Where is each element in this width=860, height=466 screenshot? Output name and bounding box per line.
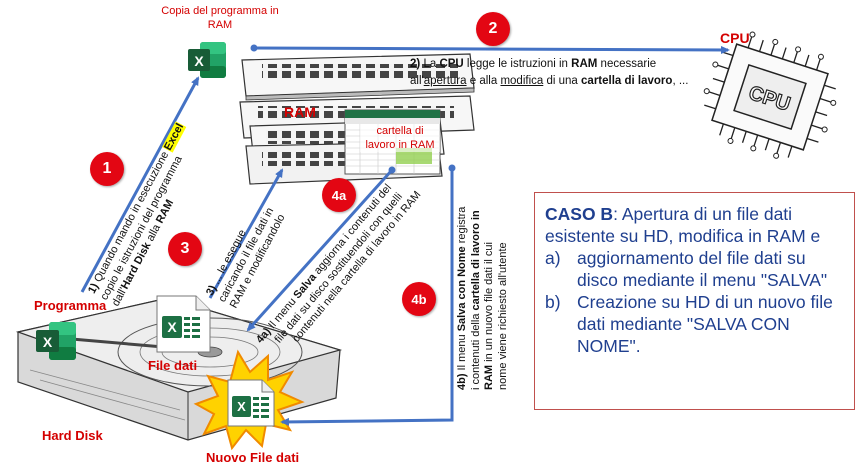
svg-text:X: X xyxy=(167,319,177,335)
label-copy-ram: Copia del programma in RAM xyxy=(161,5,279,31)
list-marker: a) xyxy=(545,248,561,268)
svg-text:X: X xyxy=(43,334,53,350)
step4b-text: 4b) Il menu Salva con Nome registra i co… xyxy=(456,207,510,390)
arrow-step-3 xyxy=(208,168,284,299)
step2-text-part: cartella di lavoro xyxy=(581,75,673,87)
arrow-step-4a xyxy=(246,168,394,332)
list-text: aggiornamento del file dati su disco med… xyxy=(577,248,828,290)
svg-text:X: X xyxy=(194,53,204,69)
label-hard-disk: Hard Disk xyxy=(42,428,103,443)
step2-text-part: di una xyxy=(546,75,578,87)
step2-text-part: necessarie xyxy=(600,58,657,70)
label-workbook-ram: cartella di lavoro in RAM xyxy=(360,124,440,152)
caso-b-list: a) aggiornamento del file dati su disco … xyxy=(545,247,846,357)
step2-text-part: CPU xyxy=(439,58,464,70)
badge-step-3: 3 xyxy=(168,232,202,266)
step2-text-part: , ... xyxy=(672,75,689,87)
step2-text-part: e alla xyxy=(469,75,498,87)
step2-text: 2) La CPU legge le istruzioni in RAM nec… xyxy=(410,56,688,90)
arrow-step-1 xyxy=(80,76,200,293)
excel-icon: X xyxy=(186,40,228,80)
badge-step-4a: 4a xyxy=(322,178,356,212)
caso-b-heading: CASO B: Apertura di un file dati esisten… xyxy=(545,203,846,247)
step4b-text-part: Il menu xyxy=(456,334,468,371)
list-item: b) Creazione su HD di un nuovo file dati… xyxy=(545,291,846,357)
list-text: Creazione su HD di un nuovo file dati me… xyxy=(577,292,833,356)
step4b-text-part: i contenuti della xyxy=(469,313,482,390)
step2-text-part: La xyxy=(423,58,437,70)
step4b-text-part: registra xyxy=(456,206,468,244)
step4b-text-part: 4b) xyxy=(456,373,468,391)
label-ram: RAM xyxy=(284,104,316,120)
svg-text:X: X xyxy=(237,399,246,414)
step4b-text-part: Salva con Nome xyxy=(456,246,468,332)
arrow-step-2 xyxy=(253,45,730,54)
step2-text-part: legge le istruzioni in xyxy=(466,58,568,70)
step2-num: 2) xyxy=(410,58,421,70)
step2-text-part: modifica xyxy=(500,75,544,87)
badge-step-1: 1 xyxy=(90,152,124,186)
list-item: a) aggiornamento del file dati su disco … xyxy=(545,247,846,291)
cpu-chip-icon: CPU xyxy=(703,31,837,159)
step2-text-part: all' xyxy=(410,75,424,87)
excel-icon: X xyxy=(34,320,78,362)
arrow-step-4b xyxy=(280,168,454,426)
list-marker: b) xyxy=(545,292,561,312)
badge-step-4b: 4b xyxy=(402,282,436,316)
caso-b-desc: : Apertura di un file dati esistente su … xyxy=(545,204,821,246)
label-nuovo-file: Nuovo File dati xyxy=(206,450,300,465)
badge-step-2: 2 xyxy=(476,12,510,46)
step4b-text-part: nome viene richiesto all'utente xyxy=(496,242,509,390)
caso-b-title: CASO B xyxy=(545,204,614,224)
step4b-text-part: cartella di lavoro in xyxy=(469,210,482,311)
excel-icon: X xyxy=(160,310,206,344)
excel-icon: X xyxy=(230,392,274,422)
caso-b-box: CASO B: Apertura di un file dati esisten… xyxy=(534,192,855,410)
step4b-text-part: RAM xyxy=(483,364,495,390)
label-programma: Programma xyxy=(34,298,107,313)
step2-text-part: RAM xyxy=(571,58,598,70)
label-cpu: CPU xyxy=(720,30,750,46)
label-file-dati: File dati xyxy=(148,358,198,373)
arrows xyxy=(80,44,730,426)
step4b-text-part: in un nuovo file dati il cui xyxy=(483,242,495,362)
step2-text-part: apertura xyxy=(423,75,467,87)
